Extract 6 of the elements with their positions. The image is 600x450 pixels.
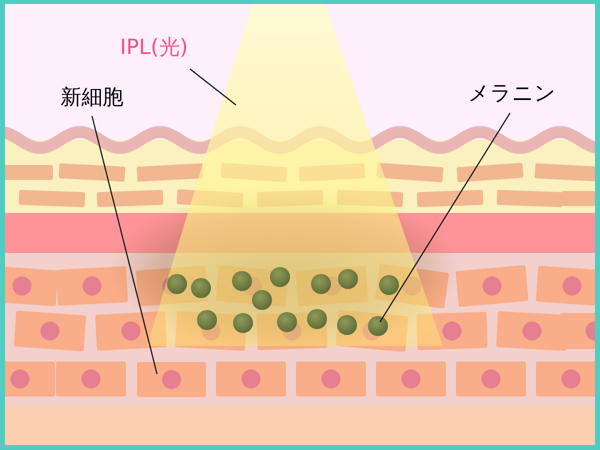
new-cell — [137, 362, 206, 397]
leader-line — [380, 112, 510, 322]
callout-label: IPL(光) — [120, 36, 188, 58]
leader-line — [190, 68, 236, 106]
callout-label: メラニン — [468, 82, 556, 104]
callout-label: 新細胞 — [60, 86, 124, 108]
